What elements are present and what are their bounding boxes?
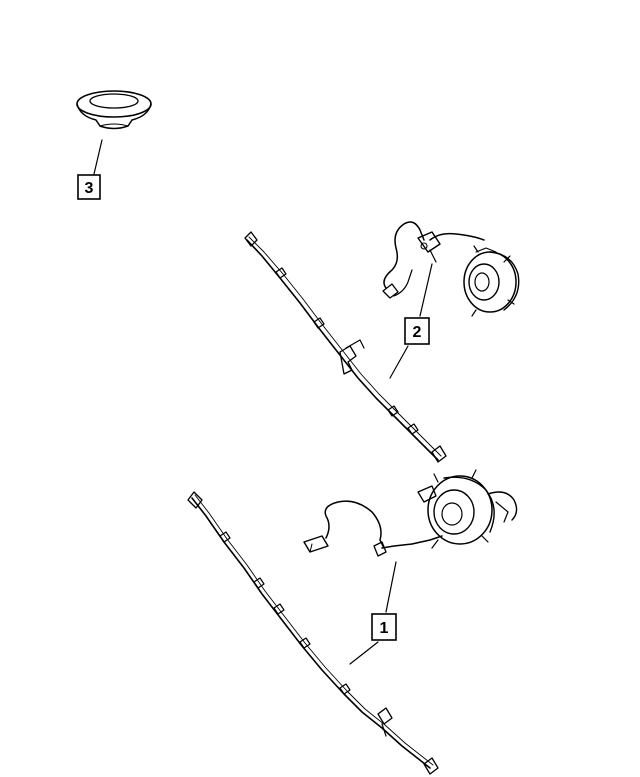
callout-1[interactable]: 1 xyxy=(371,613,397,641)
leader-line-3 xyxy=(93,139,103,175)
sensor-harness-lower xyxy=(187,491,439,775)
leader-line-1b xyxy=(349,641,379,665)
leader-line-1a xyxy=(385,561,397,613)
callout-2-label: 2 xyxy=(413,324,422,341)
callout-3[interactable]: 3 xyxy=(77,174,101,200)
callout-1-label: 1 xyxy=(380,620,389,637)
callout-2[interactable]: 2 xyxy=(404,317,430,345)
grommet-part-3 xyxy=(76,90,152,130)
hub-assembly-upper xyxy=(382,221,520,317)
sensor-harness-upper xyxy=(244,231,447,463)
leader-line-2a xyxy=(419,263,433,317)
callout-3-label: 3 xyxy=(85,180,94,197)
hub-assembly-lower xyxy=(303,469,518,557)
leader-line-2b xyxy=(389,345,409,379)
